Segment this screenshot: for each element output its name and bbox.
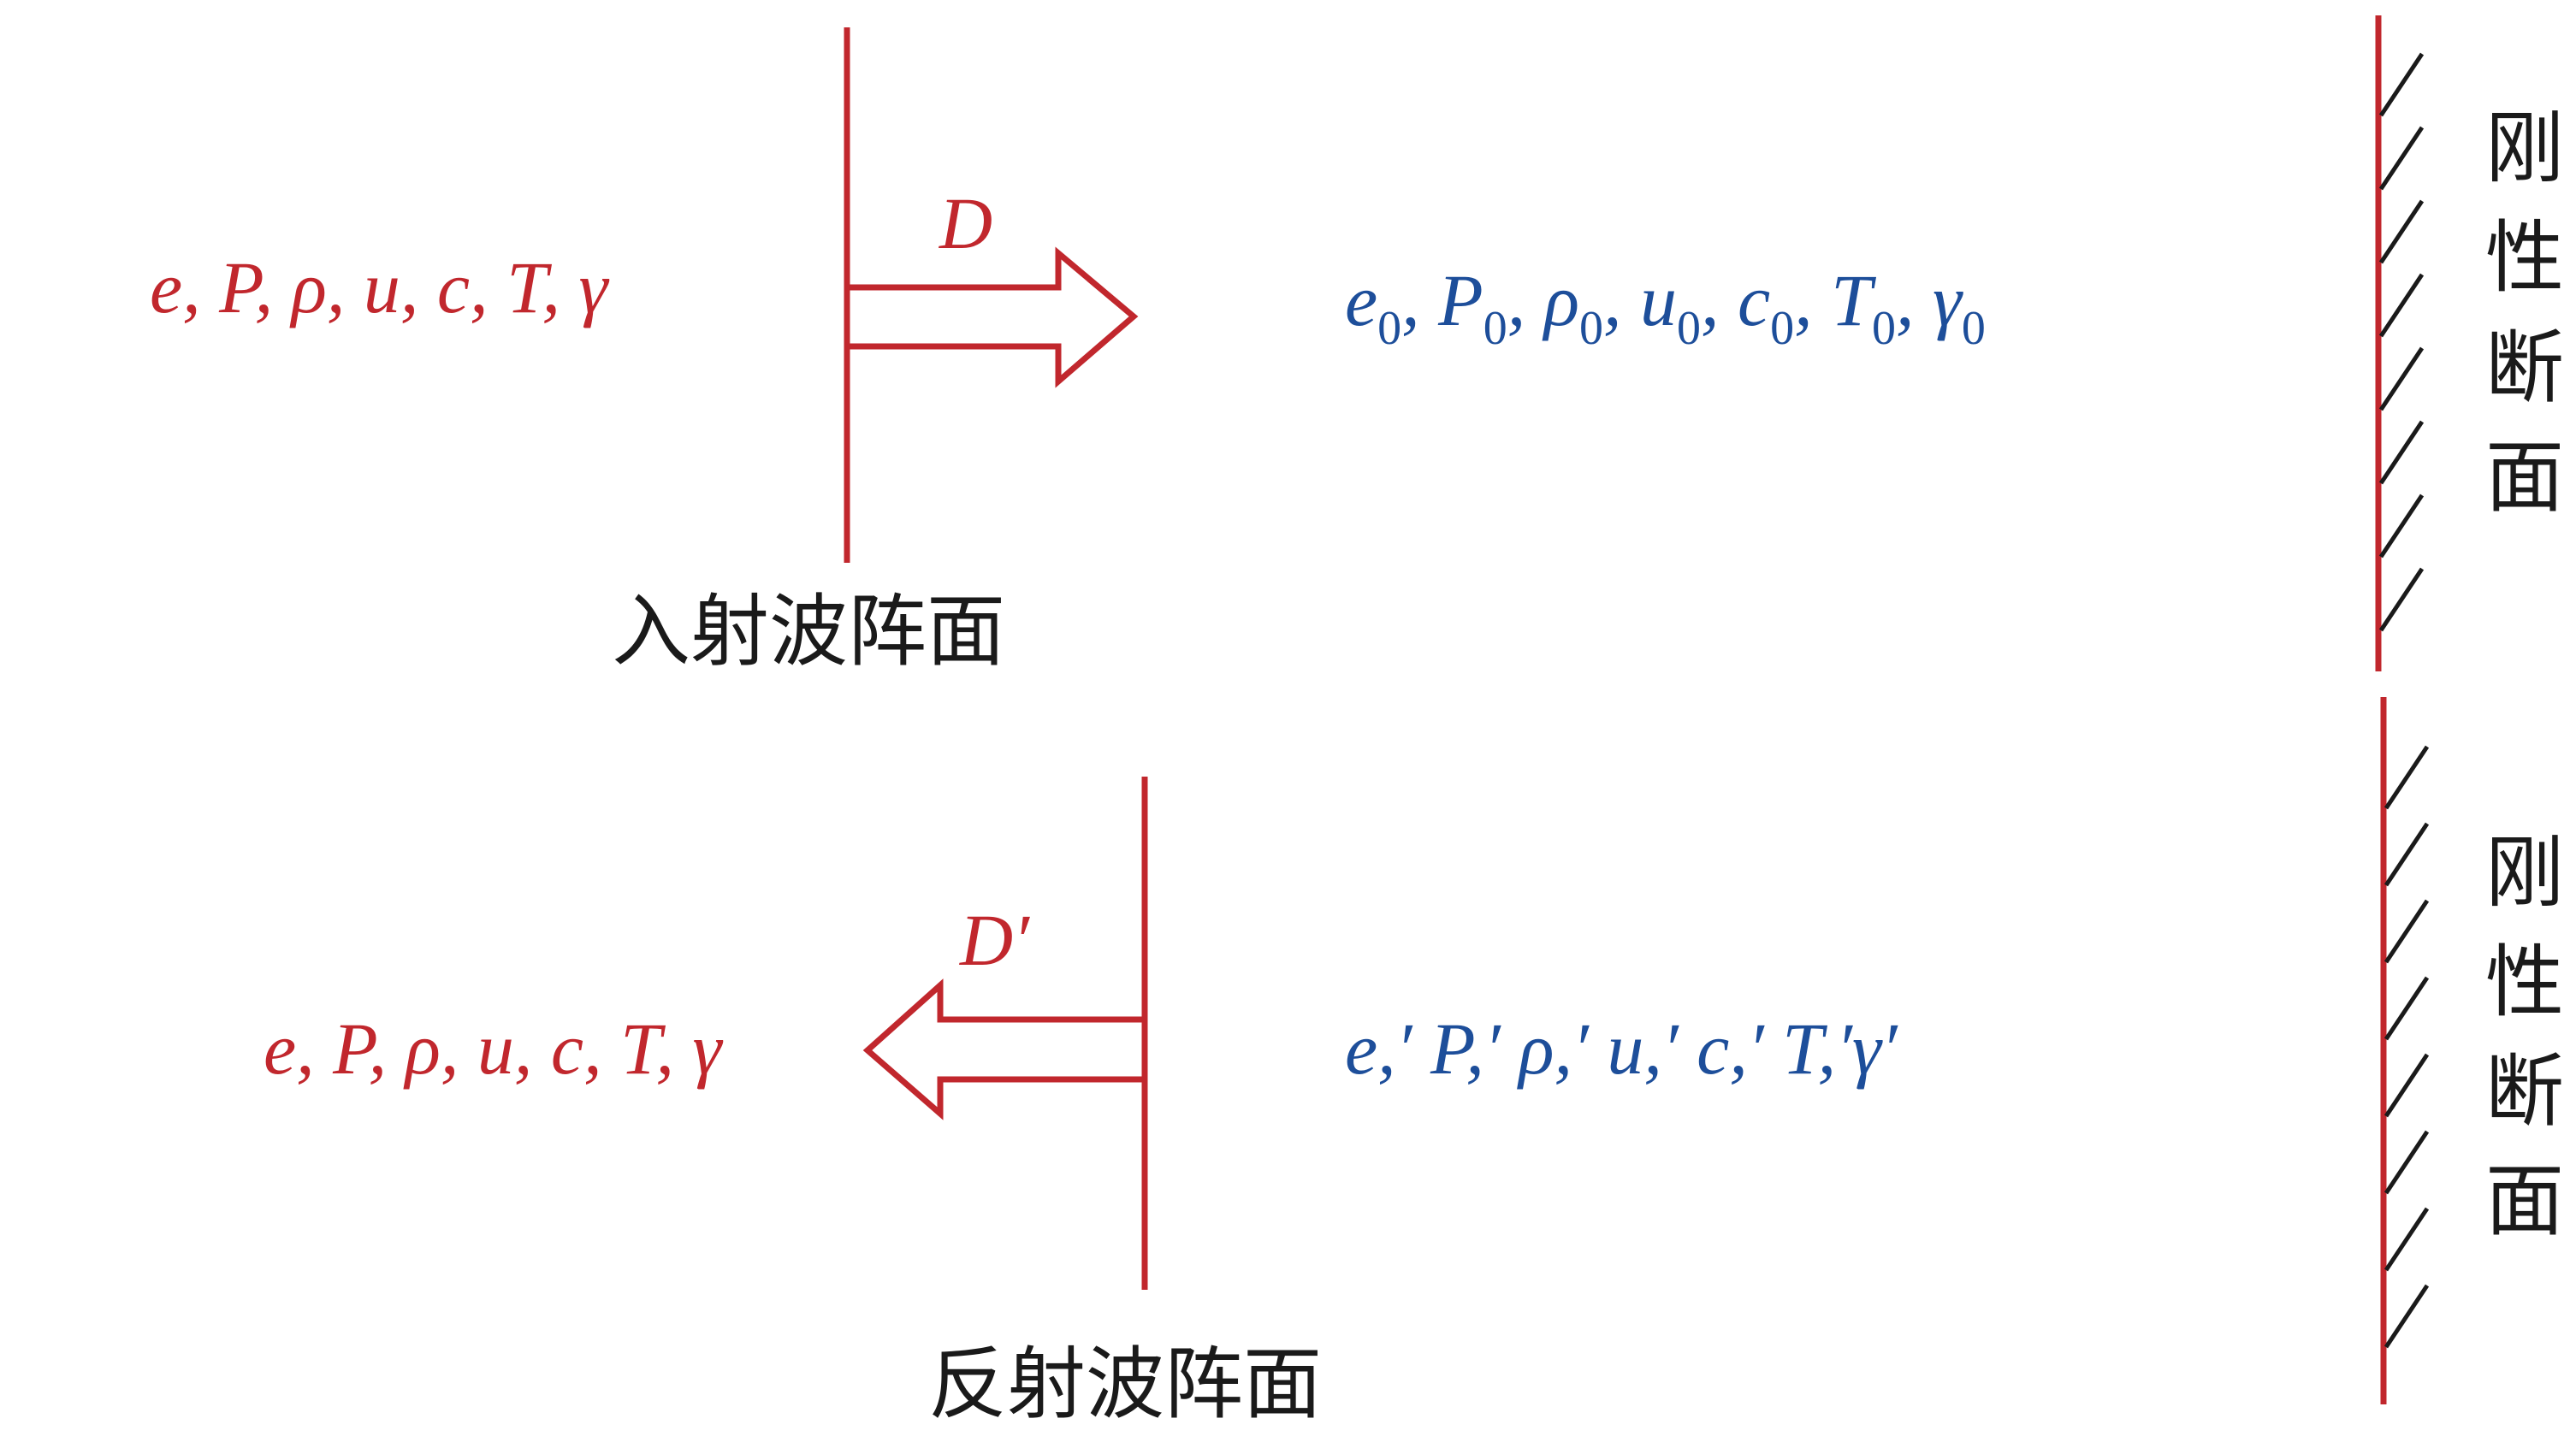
hatch-stroke-lower-1 <box>2384 745 2430 810</box>
ahead-gamma: γ <box>1933 259 1963 341</box>
reflected-caption: 反射波阵面 <box>928 1339 1322 1430</box>
hatch-stroke-upper-5 <box>2378 346 2425 411</box>
wall-label-lower-char-1: 刚 <box>2485 827 2564 919</box>
wall-label-lower-char-2: 性 <box>2485 937 2564 1028</box>
hatch-stroke-lower-5 <box>2384 1053 2430 1118</box>
reflected-velocity-label: D′ <box>959 899 1030 981</box>
hatch-stroke-lower-2 <box>2384 822 2430 887</box>
wall-label-upper-char-2: 性 <box>2485 212 2564 304</box>
ahead-c: c <box>1738 259 1770 341</box>
wall-label-lower-char-3: 断 <box>2485 1046 2564 1138</box>
hatch-stroke-upper-4 <box>2378 273 2425 338</box>
hatch-stroke-upper-1 <box>2378 52 2425 117</box>
ahead-u: u <box>1640 259 1677 341</box>
wall-label-lower-char-4: 面 <box>2485 1156 2564 1247</box>
rigid-wall-lower: 刚 性 断 面 <box>2380 697 2564 1404</box>
wall-label-upper-char-1: 刚 <box>2485 103 2564 194</box>
hatch-stroke-lower-6 <box>2384 1130 2430 1195</box>
wall-label-lower: 刚 性 断 面 <box>2485 827 2564 1247</box>
wall-hatching-upper <box>2378 52 2425 632</box>
hatch-stroke-upper-6 <box>2378 420 2425 485</box>
wall-hatching-lower <box>2384 745 2430 1349</box>
hatch-stroke-upper-3 <box>2378 199 2425 264</box>
hatch-stroke-upper-8 <box>2378 567 2425 632</box>
reflected-panel: D′ e, P, ρ, u, c, T, γ e,′ P,′ ρ,′ u,′ c… <box>264 777 1898 1430</box>
wall-label-upper-char-3: 断 <box>2485 322 2564 414</box>
ahead-rho: ρ <box>1542 259 1579 341</box>
hatch-stroke-lower-4 <box>2384 976 2430 1041</box>
hatch-stroke-upper-2 <box>2378 126 2425 191</box>
incident-direction-arrow <box>847 246 1139 388</box>
hatch-stroke-lower-3 <box>2384 899 2430 964</box>
reflected-direction-arrow <box>862 978 1145 1120</box>
hatch-stroke-lower-7 <box>2384 1207 2430 1272</box>
ahead-t: T <box>1831 259 1876 341</box>
ahead-p: P <box>1437 259 1483 341</box>
hatch-stroke-lower-8 <box>2384 1284 2430 1349</box>
incident-caption: 入射波阵面 <box>612 586 1005 677</box>
rigid-wall-upper: 刚 性 断 面 <box>2375 15 2564 671</box>
incident-behind-state: e, P, ρ, u, c, T, γ <box>150 246 610 328</box>
wall-label-upper: 刚 性 断 面 <box>2485 103 2564 523</box>
ahead-e: e <box>1345 259 1377 341</box>
hatch-stroke-upper-7 <box>2378 494 2425 559</box>
incident-panel: D e, P, ρ, u, c, T, γ e0, P0, ρ0, u0, c0… <box>150 27 1986 677</box>
reflected-state: e,′ P,′ ρ,′ u,′ c,′ T,′γ′ <box>1345 1008 1898 1090</box>
wall-label-upper-char-4: 面 <box>2485 432 2564 523</box>
incident-velocity-label: D <box>939 182 992 264</box>
reflected-behind-state: e, P, ρ, u, c, T, γ <box>264 1008 724 1090</box>
incident-ahead-state: e0, P0, ρ0, u0, c0, T0, γ0 <box>1345 259 1986 355</box>
